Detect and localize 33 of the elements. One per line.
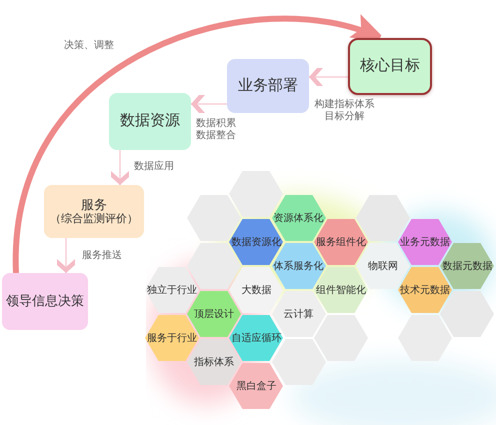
tile-label: 独立于行业: [147, 284, 197, 296]
edge-label: 服务推送: [82, 250, 122, 262]
edge-label: 决策、调整: [64, 40, 114, 52]
node-label: 业务部署: [238, 76, 298, 96]
tile-label: 数据资源化: [231, 236, 282, 248]
tile-label: 服务于行业: [147, 332, 197, 344]
node-title: 服务: [81, 196, 107, 213]
tile-label: 数据元数据: [442, 260, 492, 272]
process-box: [2, 273, 88, 330]
goal-box: [348, 38, 432, 95]
node-label: 数据资源: [120, 112, 180, 131]
tile-label: 物联网: [368, 260, 398, 272]
tile-label: 指标体系: [194, 356, 234, 368]
tile-label: 组件智能化: [316, 284, 366, 296]
tile-label: 顶层设计: [194, 308, 234, 320]
tile-label: 业务元数据: [400, 236, 450, 248]
tile-label: 服务组件化: [316, 236, 366, 248]
tile-label: 云计算: [284, 308, 314, 320]
node-label: 核心目标: [360, 57, 420, 76]
node-label: 领导信息决策: [6, 293, 84, 310]
process-box: [44, 185, 144, 238]
tile-label: 体系服务化: [274, 260, 324, 272]
tile-label: 技术元数据: [400, 284, 450, 296]
tile-label: 大数据: [241, 284, 272, 296]
node-subtitle: （综合监测评价）: [50, 212, 138, 226]
process-box: [227, 59, 309, 113]
tile-label: 黑白盒子: [236, 380, 276, 392]
edge-label: 数据积累数据整合: [196, 118, 237, 142]
process-box: [109, 93, 191, 150]
tile-label: 资源体系化: [274, 212, 324, 224]
edge-label: 构建指标体系目标分解: [314, 99, 375, 123]
tile-label: 自适应循环: [231, 332, 282, 344]
edge-label: 数据应用: [134, 161, 174, 173]
